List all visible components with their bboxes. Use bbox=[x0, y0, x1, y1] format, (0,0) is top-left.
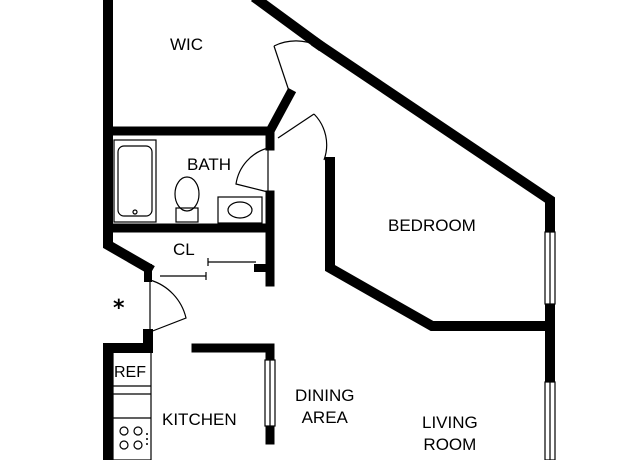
dining-line-1: DINING bbox=[295, 386, 355, 405]
wall-wic-bath-corner bbox=[263, 87, 297, 138]
door-closet-sliding bbox=[160, 258, 256, 280]
living-line-1: LIVING bbox=[422, 413, 478, 432]
door-bath bbox=[235, 147, 269, 193]
dining-line-2: AREA bbox=[301, 408, 348, 427]
room-label-dining: DINING AREA bbox=[295, 385, 355, 429]
kitchen-counter bbox=[112, 351, 152, 460]
window-bedroom bbox=[544, 231, 556, 305]
wall-kitchen-west bbox=[103, 329, 153, 460]
wall-bedroom-diagonal bbox=[311, 37, 555, 460]
door-bedroom bbox=[277, 113, 328, 161]
wall-bedroom-west bbox=[325, 157, 555, 331]
wall-west-upper bbox=[103, 0, 155, 275]
wall-northeast-diagonal bbox=[251, 0, 325, 51]
entry-marker: * bbox=[113, 296, 125, 321]
stove bbox=[119, 426, 148, 450]
living-line-2: ROOM bbox=[423, 435, 477, 454]
window-kitchen-pass bbox=[264, 359, 276, 427]
wall-kitchen-counter bbox=[191, 343, 275, 365]
window-living bbox=[544, 381, 556, 460]
bathtub bbox=[113, 139, 157, 223]
toilet bbox=[174, 176, 200, 223]
door-wic bbox=[273, 40, 319, 95]
door-entry bbox=[149, 279, 187, 333]
sink bbox=[217, 196, 263, 224]
room-label-living: LIVING ROOM bbox=[422, 412, 478, 456]
room-label-bath: BATH bbox=[187, 155, 232, 174]
room-label-kitchen: KITCHEN bbox=[162, 410, 237, 429]
room-label-wic: WIC bbox=[170, 35, 204, 54]
room-label-closet: CL bbox=[173, 240, 195, 259]
fixture-label-fridge: REF bbox=[114, 364, 146, 381]
room-label-bedroom: BEDROOM bbox=[388, 216, 476, 235]
